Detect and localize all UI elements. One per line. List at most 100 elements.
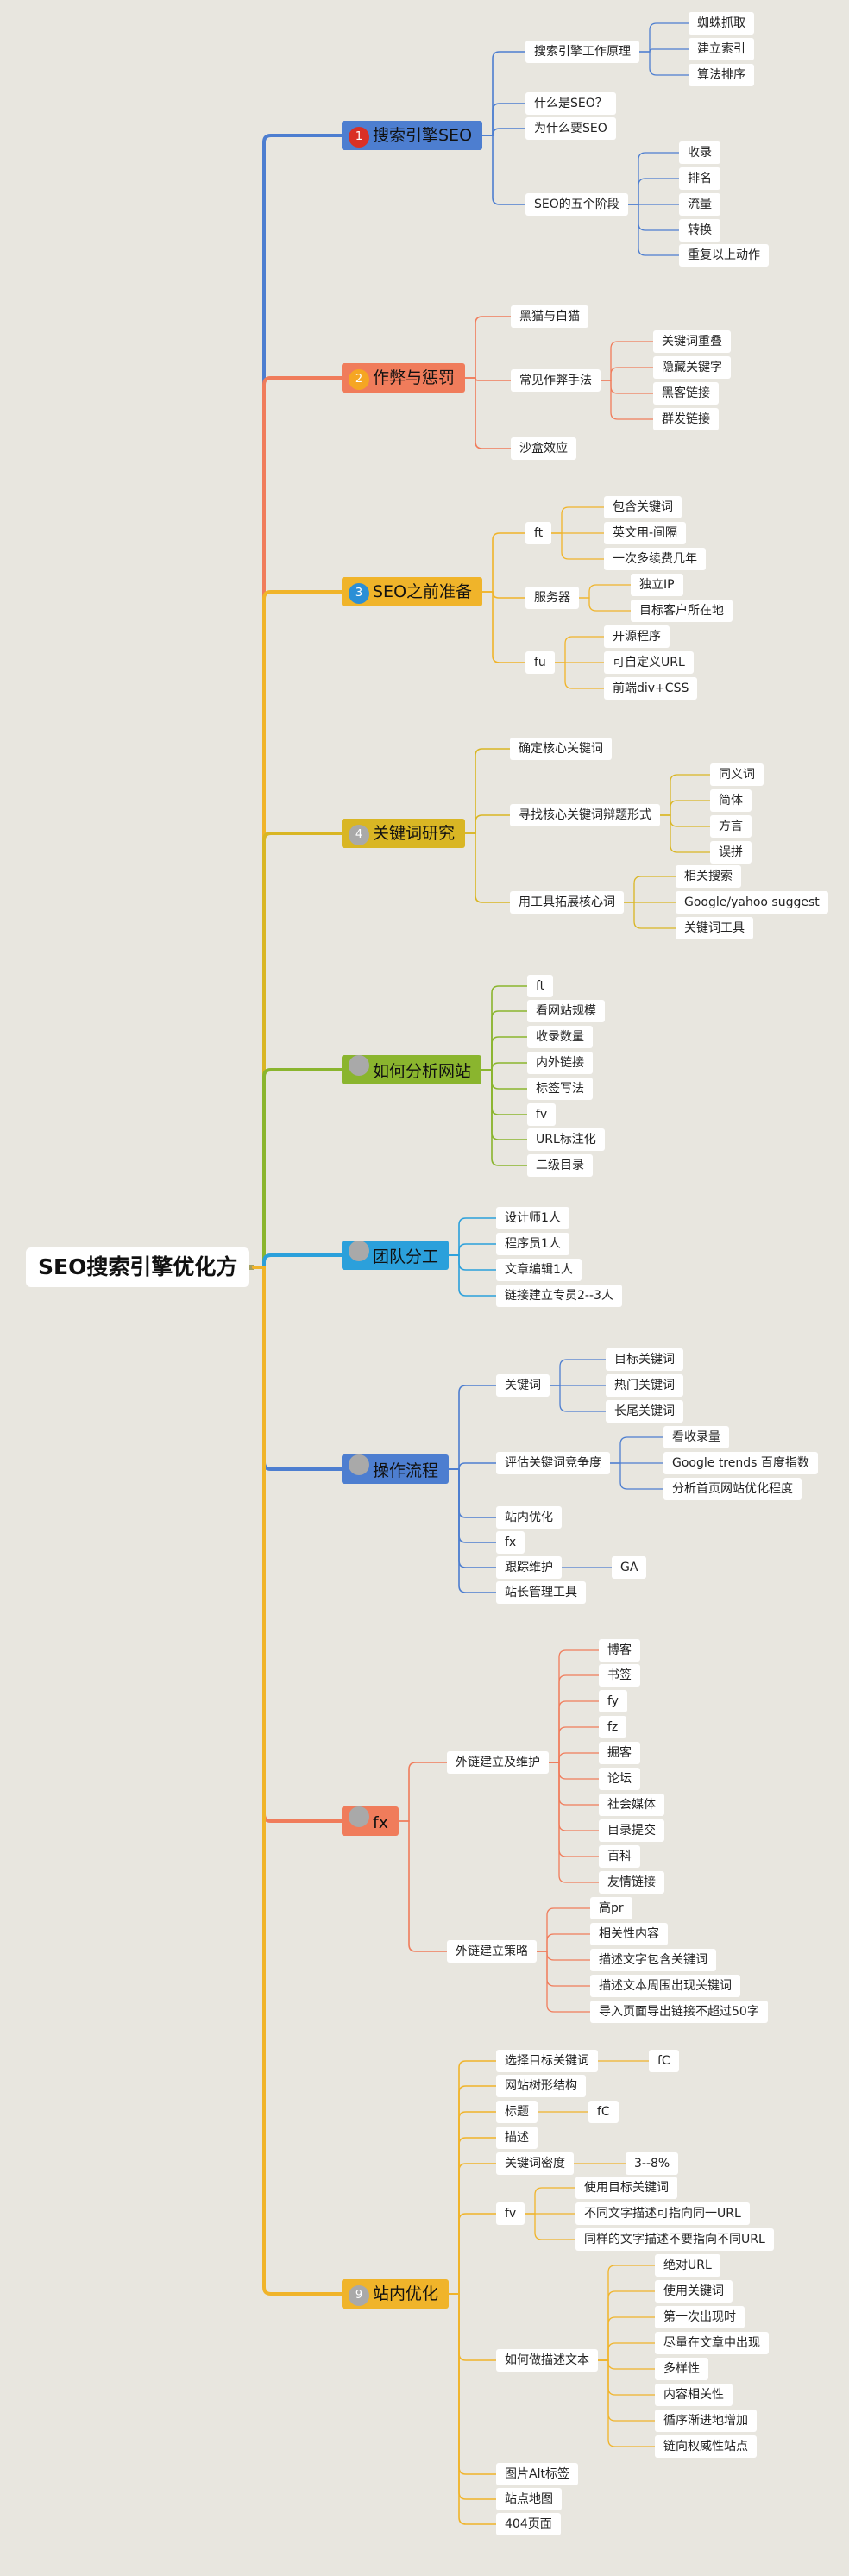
grandchild-node[interactable]: 热门关键词: [606, 1374, 683, 1397]
grandchild-node[interactable]: 关键词重叠: [653, 330, 731, 353]
child-node[interactable]: 关键词: [496, 1374, 550, 1397]
child-node[interactable]: 设计师1人: [496, 1207, 569, 1229]
child-node[interactable]: 描述: [496, 2127, 538, 2149]
grandchild-node[interactable]: 社会媒体: [599, 1794, 664, 1816]
branch-node-5[interactable]: 如何分析网站: [342, 1055, 482, 1084]
grandchild-node[interactable]: 转换: [679, 219, 720, 242]
branch-node-6[interactable]: 团队分工: [342, 1241, 450, 1270]
child-node[interactable]: ft: [527, 975, 554, 997]
grandchild-node[interactable]: 简体: [710, 789, 752, 812]
child-node[interactable]: 站点地图: [496, 2488, 562, 2510]
child-node[interactable]: fv: [527, 1103, 557, 1126]
grandchild-node[interactable]: 内容相关性: [655, 2384, 733, 2406]
grandchild-node[interactable]: 隐藏关键字: [653, 356, 731, 379]
grandchild-node[interactable]: 英文用-间隔: [604, 522, 687, 544]
child-node[interactable]: 网站树形结构: [496, 2075, 586, 2097]
child-node[interactable]: 外链建立策略: [447, 1940, 537, 1963]
grandchild-node[interactable]: 黑客链接: [653, 382, 719, 405]
child-node[interactable]: URL标注化: [527, 1128, 605, 1151]
grandchild-node[interactable]: 描述文字包含关键词: [590, 1949, 716, 1971]
child-node[interactable]: 文章编辑1人: [496, 1259, 582, 1281]
grandchild-node[interactable]: 流量: [679, 193, 720, 216]
child-node[interactable]: fu: [525, 651, 555, 674]
grandchild-node[interactable]: 目标关键词: [606, 1348, 683, 1371]
child-node[interactable]: 寻找核心关键词辩题形式: [510, 804, 660, 826]
grandchild-node[interactable]: 第一次出现时: [655, 2306, 745, 2328]
grandchild-node[interactable]: 相关搜索: [676, 865, 741, 888]
child-node[interactable]: fx: [496, 1531, 525, 1554]
child-node[interactable]: 链接建立专员2--3人: [496, 1285, 622, 1307]
child-node[interactable]: 二级目录: [527, 1154, 593, 1177]
grandchild-node[interactable]: 排名: [679, 167, 720, 190]
grandchild-node[interactable]: 同样的文字描述不要指向不同URL: [575, 2228, 774, 2251]
child-node[interactable]: 关键词密度: [496, 2152, 574, 2175]
grandchild-node[interactable]: 描述文本周围出现关键词: [590, 1975, 740, 1997]
root-node[interactable]: SEO搜索引擎优化方: [26, 1247, 250, 1287]
grandchild-node[interactable]: 相关性内容: [590, 1923, 668, 1945]
grandchild-node[interactable]: 尽量在文章中出现: [655, 2332, 769, 2354]
grandchild-node[interactable]: GA: [612, 1556, 647, 1579]
child-node[interactable]: 标题: [496, 2101, 538, 2123]
grandchild-node[interactable]: 一次多续费几年: [604, 548, 706, 570]
grandchild-node[interactable]: 建立索引: [689, 38, 754, 60]
grandchild-node[interactable]: 高pr: [590, 1897, 632, 1919]
grandchild-node[interactable]: 重复以上动作: [679, 244, 769, 267]
grandchild-node[interactable]: 分析首页网站优化程度: [663, 1478, 802, 1500]
grandchild-node[interactable]: fy: [599, 1690, 627, 1712]
grandchild-node[interactable]: 同义词: [710, 763, 764, 786]
grandchild-node[interactable]: 使用目标关键词: [575, 2177, 677, 2199]
child-node[interactable]: 搜索引擎工作原理: [525, 41, 639, 63]
grandchild-node[interactable]: 链向权威性站点: [655, 2435, 757, 2458]
grandchild-node[interactable]: 书签: [599, 1664, 640, 1687]
child-node[interactable]: 图片Alt标签: [496, 2463, 578, 2485]
child-node[interactable]: 服务器: [525, 587, 579, 609]
child-node[interactable]: 标签写法: [527, 1078, 593, 1100]
child-node[interactable]: 为什么要SEO: [525, 117, 616, 140]
child-node[interactable]: 用工具拓展核心词: [510, 891, 624, 914]
grandchild-node[interactable]: 3--8%: [626, 2152, 679, 2175]
grandchild-node[interactable]: 循序渐进地增加: [655, 2410, 757, 2432]
grandchild-node[interactable]: 导入页面导出链接不超过50字: [590, 2001, 768, 2023]
child-node[interactable]: 沙盒效应: [511, 437, 576, 460]
child-node[interactable]: 内外链接: [527, 1052, 593, 1074]
child-node[interactable]: 黑猫与白猫: [511, 305, 588, 328]
child-node[interactable]: 评估关键词竞争度: [496, 1452, 610, 1474]
grandchild-node[interactable]: 方言: [710, 815, 752, 838]
child-node[interactable]: 404页面: [496, 2513, 561, 2535]
grandchild-node[interactable]: 博客: [599, 1639, 640, 1662]
child-node[interactable]: SEO的五个阶段: [525, 193, 628, 216]
grandchild-node[interactable]: 长尾关键词: [606, 1400, 683, 1423]
grandchild-node[interactable]: 多样性: [655, 2358, 708, 2380]
child-node[interactable]: 如何做描述文本: [496, 2349, 598, 2372]
grandchild-node[interactable]: fC: [649, 2050, 679, 2072]
grandchild-node[interactable]: fz: [599, 1716, 627, 1738]
grandchild-node[interactable]: 看收录量: [663, 1426, 729, 1448]
grandchild-node[interactable]: 可自定义URL: [604, 651, 694, 674]
child-node[interactable]: 站长管理工具: [496, 1581, 586, 1604]
child-node[interactable]: 确定核心关键词: [510, 738, 612, 760]
child-node[interactable]: 什么是SEO？: [525, 92, 616, 115]
grandchild-node[interactable]: 关键词工具: [676, 917, 753, 939]
child-node[interactable]: fv: [496, 2202, 525, 2225]
grandchild-node[interactable]: Google trends 百度指数: [663, 1452, 818, 1474]
grandchild-node[interactable]: 论坛: [599, 1768, 640, 1790]
grandchild-node[interactable]: 算法排序: [689, 64, 754, 86]
child-node[interactable]: 站内优化: [496, 1506, 562, 1529]
grandchild-node[interactable]: 目录提交: [599, 1819, 664, 1842]
child-node[interactable]: 收录数量: [527, 1026, 593, 1048]
grandchild-node[interactable]: 不同文字描述可指向同一URL: [575, 2202, 750, 2225]
grandchild-node[interactable]: 独立IP: [631, 574, 683, 596]
grandchild-node[interactable]: 误拼: [710, 841, 752, 864]
grandchild-node[interactable]: 百科: [599, 1845, 640, 1868]
grandchild-node[interactable]: fC: [588, 2101, 619, 2123]
child-node[interactable]: 程序员1人: [496, 1233, 569, 1255]
child-node[interactable]: 看网站规模: [527, 1000, 605, 1022]
grandchild-node[interactable]: 绝对URL: [655, 2254, 720, 2277]
branch-node-8[interactable]: fx: [342, 1806, 399, 1836]
grandchild-node[interactable]: 掘客: [599, 1742, 640, 1764]
grandchild-node[interactable]: 收录: [679, 141, 720, 164]
grandchild-node[interactable]: 使用关键词: [655, 2280, 733, 2303]
